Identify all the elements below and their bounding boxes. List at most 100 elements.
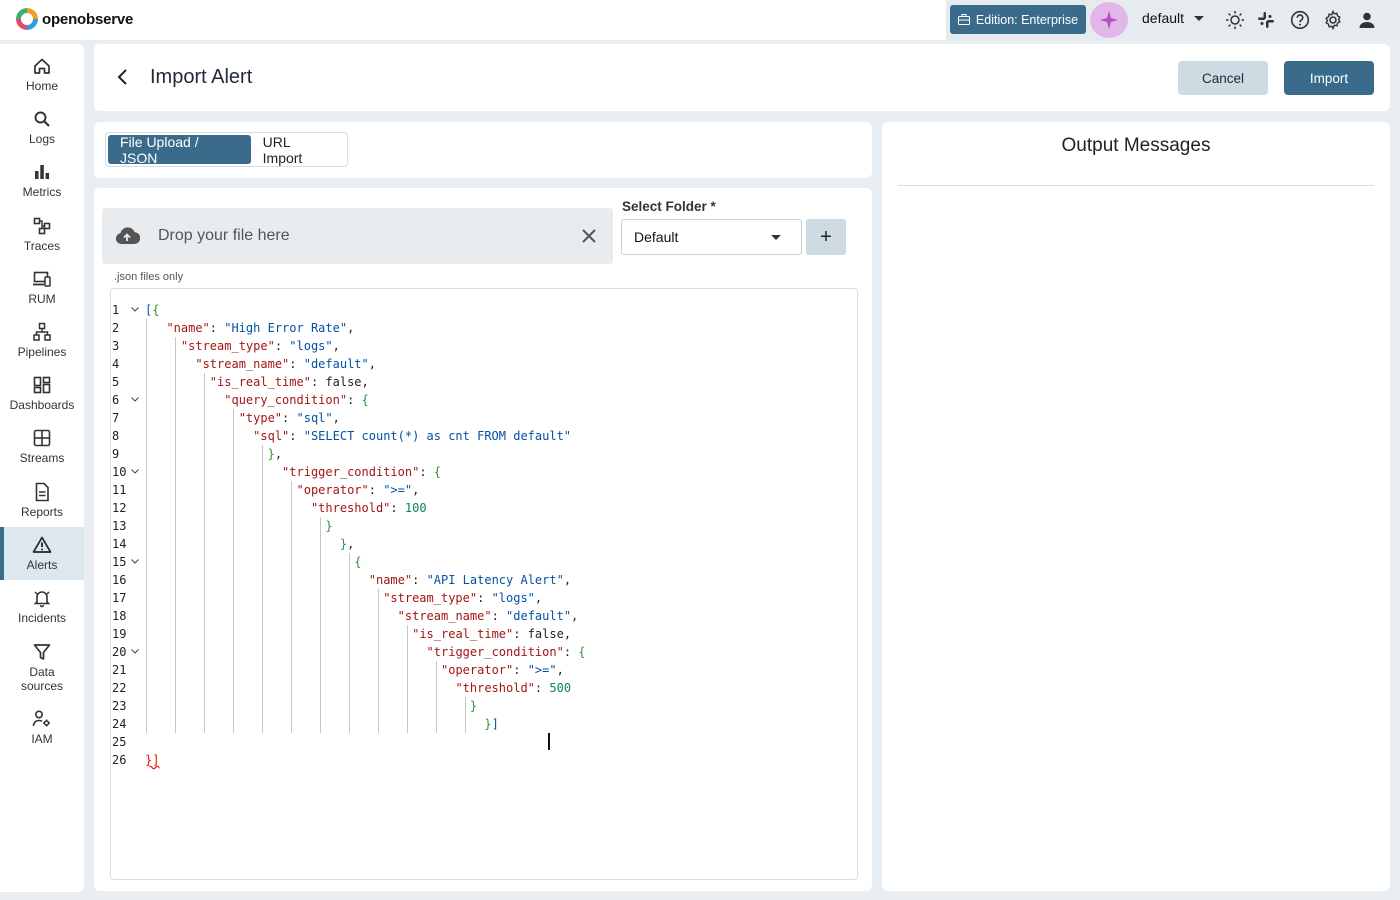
bell-icon [33, 591, 51, 608]
code-line: "type": "sql", [238, 411, 340, 425]
line-number: 14 [112, 537, 127, 551]
code-line: "stream_name": "default", [195, 357, 376, 371]
indent-guide [262, 445, 263, 733]
code-line: } [469, 699, 478, 713]
code-line: "trigger_condition": { [426, 645, 586, 659]
line-number: 1 [111, 301, 147, 319]
sidebar-item-streams[interactable]: Streams [0, 426, 84, 472]
indent-guide [378, 589, 379, 733]
sidebar-item-pipelines[interactable]: Pipelines [0, 320, 84, 366]
sidebar-item-traces[interactable]: Traces [0, 214, 84, 260]
fold-chevron-icon[interactable] [131, 469, 139, 474]
sidebar-item-reports[interactable]: Reports [0, 480, 84, 526]
line-number: 11 [112, 483, 127, 497]
report-icon [35, 482, 49, 502]
app-logo[interactable]: openobserve [16, 8, 133, 30]
indent-guide [233, 409, 234, 733]
line-number: 4 [112, 357, 120, 371]
help-button[interactable] [1289, 9, 1311, 31]
slack-button[interactable] [1255, 9, 1277, 31]
sidebar-item-dashboards[interactable]: Dashboards [0, 373, 84, 419]
output-messages-panel: Output Messages [882, 122, 1390, 891]
cancel-button[interactable]: Cancel [1178, 61, 1268, 95]
line-number: 10 [111, 463, 147, 481]
user-menu-button[interactable] [1356, 9, 1378, 31]
home-icon [34, 58, 50, 74]
dashboard-icon [33, 376, 51, 394]
sidebar-item-logs[interactable]: Logs [0, 107, 84, 153]
import-button[interactable]: Import [1284, 61, 1374, 95]
indent-guide [320, 517, 321, 733]
sidebar-item-label: Incidents [17, 611, 67, 625]
ai-assistant-button[interactable] [1090, 2, 1128, 38]
code-line: "operator": ">=", [441, 663, 564, 677]
line-number: 19 [112, 627, 127, 641]
line-number: 15 [111, 553, 147, 571]
line-number: 12 [112, 501, 127, 515]
line-number: 20 [111, 643, 147, 661]
folder-select[interactable]: Default [621, 219, 802, 255]
briefcase-icon [957, 14, 970, 25]
theme-toggle-button[interactable] [1224, 9, 1246, 31]
code-line: [{ [145, 303, 160, 317]
sidebar-item-label: IAM [31, 732, 53, 746]
tab-url-import[interactable]: URL Import [262, 133, 303, 166]
fold-chevron-icon[interactable] [131, 397, 139, 402]
import-editor-panel: Drop your file here .json files only Sel… [94, 188, 872, 891]
indent-guide [436, 661, 437, 733]
user-icon [1359, 12, 1375, 28]
line-number: 13 [112, 519, 127, 533]
line-number: 22 [112, 681, 127, 695]
code-line: "stream_type": "logs", [383, 591, 543, 605]
top-bar: openobserve Edition: Enterprise default [0, 0, 1400, 40]
traces-icon [33, 217, 51, 235]
indent-guide [146, 319, 147, 733]
logo-text: openobserve [42, 10, 134, 28]
code-line: }, [339, 537, 355, 551]
devices-icon [33, 271, 51, 287]
dropzone-text: Drop your file here [158, 227, 290, 244]
line-number: 25 [112, 735, 127, 749]
chevron-left-icon [117, 69, 127, 85]
file-dropzone[interactable]: Drop your file here [102, 208, 613, 264]
close-icon[interactable] [579, 226, 599, 246]
sidebar-item-incidents[interactable]: Incidents [0, 586, 84, 632]
sidebar-item-home[interactable]: Home [0, 54, 84, 100]
code-line: "trigger_condition": { [282, 465, 442, 479]
folder-select-value: Default [634, 229, 679, 245]
sidebar-item-label: RUM [28, 292, 56, 306]
org-selector[interactable]: default [1142, 10, 1205, 26]
tab-file-upload[interactable]: File Upload / JSON [108, 134, 251, 166]
line-number: 16 [112, 573, 127, 587]
line-number: 21 [112, 663, 127, 677]
user-gear-icon [32, 710, 50, 727]
indent-guide [204, 373, 205, 733]
add-folder-button[interactable]: + [806, 219, 846, 255]
line-number: 8 [112, 429, 120, 443]
sidebar-item-metrics[interactable]: Metrics [0, 160, 84, 206]
page-header: Import Alert Cancel Import [94, 44, 1390, 111]
sidebar-item-data-sources[interactable]: Data sources [0, 640, 84, 696]
fold-chevron-icon[interactable] [131, 649, 139, 654]
filter-icon [33, 644, 51, 660]
pipelines-icon [33, 322, 51, 341]
code-line: "threshold": 500 [455, 681, 572, 695]
code-line: "is_real_time": false, [412, 627, 572, 641]
sidebar-item-rum[interactable]: RUM [0, 267, 84, 313]
sidebar-item-label: Logs [28, 132, 56, 146]
edition-button[interactable]: Edition: Enterprise [950, 5, 1086, 34]
fold-chevron-icon[interactable] [131, 559, 139, 564]
indent-guide [465, 697, 466, 733]
bar-chart-icon [35, 165, 50, 179]
sidebar-item-iam[interactable]: IAM [0, 707, 84, 753]
code-line: "is_real_time": false, [209, 375, 369, 389]
line-number: 26 [112, 753, 127, 767]
code-line: "threshold": 100 [310, 501, 427, 515]
back-button[interactable] [114, 66, 132, 88]
settings-button[interactable] [1322, 9, 1344, 31]
sidebar-item-alerts[interactable]: Alerts [0, 527, 84, 580]
sidebar-item-label: Home [25, 79, 58, 93]
fold-chevron-icon[interactable] [131, 307, 139, 312]
cloud-upload-icon [115, 227, 140, 245]
